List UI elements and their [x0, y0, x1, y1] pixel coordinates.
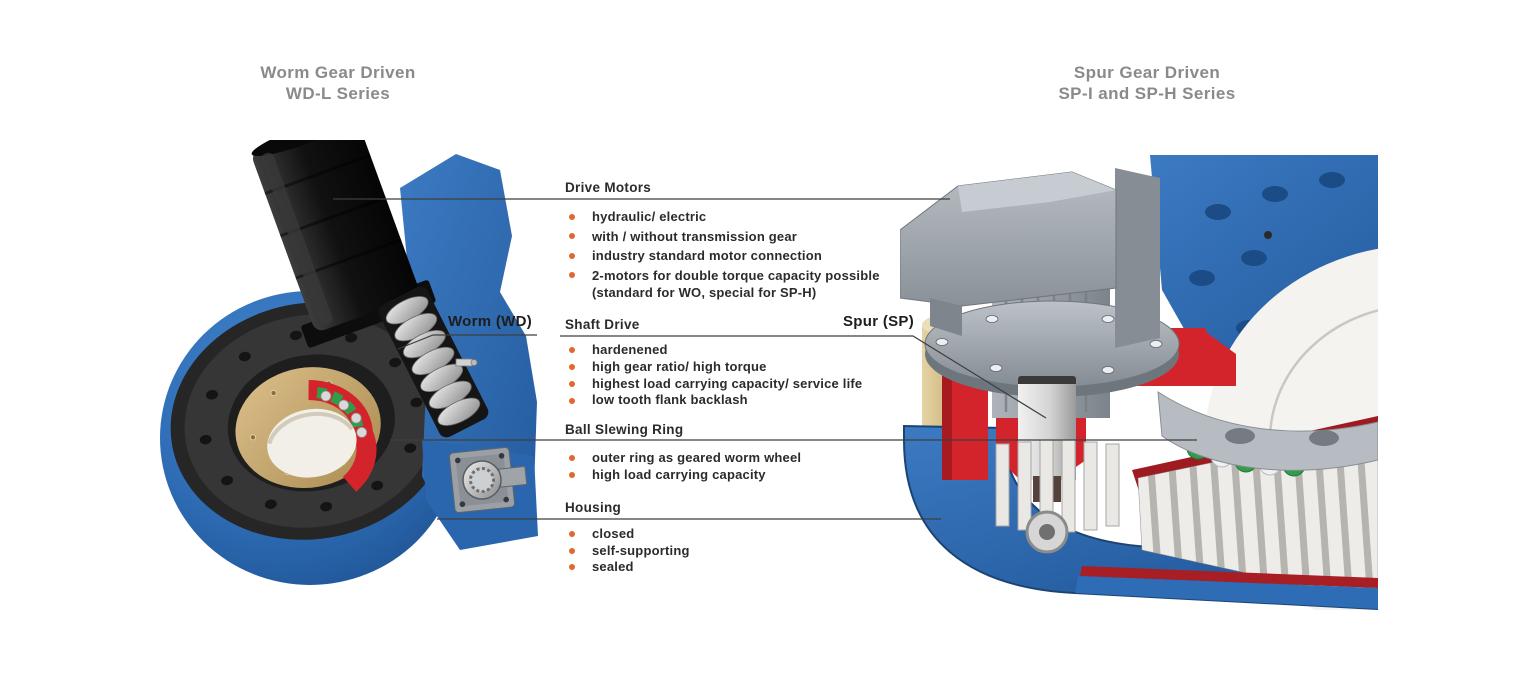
right-series-title: Spur Gear Driven SP-I and SP-H Series: [997, 62, 1297, 104]
bullet-dot: [569, 272, 575, 279]
shaft-stub: [498, 465, 528, 488]
bullet-dot: [569, 397, 575, 404]
housing-bullets: closed self-supporting sealed: [565, 526, 985, 576]
left-series-title-line1: Worm Gear Driven: [260, 63, 416, 82]
shaft-plate-bolts: [455, 453, 509, 507]
motor-cap: [251, 140, 356, 157]
bullet-text: 2-motors for double torque capacity poss…: [592, 267, 880, 283]
bullet-item: highest load carrying capacity/ service …: [565, 376, 985, 393]
lower-bearing: [1025, 510, 1069, 554]
center-bore: [267, 408, 357, 478]
bullet-text: hardenened: [592, 342, 668, 357]
section-drive-motors: Drive Motors: [565, 180, 985, 195]
section-title-drive-motors: Drive Motors: [565, 180, 652, 195]
shaft-drive-bullets: hardenened high gear ratio/ high torque …: [565, 342, 985, 409]
section-title-shaft-drive: Shaft Drive: [565, 317, 640, 332]
worm-gear-drive-image: [160, 140, 538, 585]
center-bore-shadow: [267, 411, 354, 445]
section-title-ball-slewing-ring: Ball Slewing Ring: [565, 422, 684, 437]
section-shaft-drive: Shaft Drive: [565, 317, 985, 332]
worm-coils: [385, 296, 481, 426]
worm-screw: [378, 286, 489, 438]
bullet-item: 2-motors for double torque capacity poss…: [565, 266, 985, 286]
bullet-item: high load carrying capacity: [565, 467, 985, 484]
sector-holes: [1225, 428, 1339, 446]
bullet-item: with / without transmission gear: [565, 227, 985, 247]
left-series-title: Worm Gear Driven WD-L Series: [188, 62, 488, 104]
bullet-dot: [569, 347, 575, 354]
bullet-dot: [569, 213, 575, 220]
bullet-item: hardenened: [565, 342, 985, 359]
bullet-text: sealed: [592, 559, 634, 575]
bullet-dot: [569, 531, 575, 538]
bullet-text: (standard for WO, special for SP-H): [592, 285, 817, 300]
bullet-dot: [569, 233, 575, 240]
section-housing: Housing: [565, 500, 985, 515]
section-ball-slewing-ring: Ball Slewing Ring: [565, 422, 985, 437]
bullet-item: hydraulic/ electric: [565, 207, 985, 227]
motor-bands: [264, 153, 402, 280]
worm-part-label: Worm (WD): [448, 313, 533, 330]
grease-fitting: [455, 358, 478, 367]
bullet-dot: [569, 252, 575, 259]
bullet-continuation: (standard for WO, special for SP-H): [565, 285, 985, 302]
bullet-dot: [569, 472, 575, 479]
motor-highlight: [261, 152, 333, 325]
gray-sector-ring: [1157, 391, 1378, 471]
bullet-dot: [569, 364, 575, 371]
bullet-item: self-supporting: [565, 543, 985, 560]
slewing-ring: [170, 302, 452, 540]
drive-motor-black: [251, 140, 436, 348]
red-seal-stripe: [1080, 566, 1378, 588]
left-series-title-line2: WD-L Series: [285, 84, 391, 103]
bullet-dot: [569, 380, 575, 387]
drive-motor-gray: [900, 168, 1160, 348]
bullet-text: hydraulic/ electric: [592, 209, 707, 224]
ring-bolt-holes: [199, 330, 423, 512]
bullet-text: outer ring as geared worm wheel: [592, 450, 802, 465]
bullet-text: highest load carrying capacity/ service …: [592, 375, 863, 391]
bullet-text: high gear ratio/ high torque: [592, 358, 767, 374]
bullet-text: industry standard motor connection: [592, 248, 822, 263]
ball-slewing-ring-bullets: outer ring as geared worm wheel high loa…: [565, 450, 985, 484]
bullet-text: high load carrying capacity: [592, 466, 766, 482]
bullet-item: low tooth flank backlash: [565, 392, 985, 409]
motor-body: [252, 140, 419, 331]
bullet-item: outer ring as geared worm wheel: [565, 450, 985, 467]
bullet-dot: [569, 564, 575, 571]
bullet-text: with / without transmission gear: [592, 228, 798, 244]
bullet-dot: [569, 455, 575, 462]
bullet-text: closed: [592, 526, 635, 541]
bullet-text: low tooth flank backlash: [592, 392, 748, 408]
shaft-spline: [469, 467, 495, 493]
bullet-item: industry standard motor connection: [565, 246, 985, 266]
bullet-item: sealed: [565, 559, 985, 576]
bullet-item: closed: [565, 526, 985, 543]
blue-front-lip: [1075, 576, 1378, 609]
bullet-text: self-supporting: [592, 542, 690, 558]
section-title-housing: Housing: [565, 500, 622, 515]
drive-motors-bullets: hydraulic/ electric with / without trans…: [565, 207, 985, 302]
bullet-dot: [569, 547, 575, 554]
spur-part-label: Spur (SP): [843, 313, 915, 330]
right-series-title-line1: Spur Gear Driven: [1073, 63, 1221, 82]
right-series-title-line2: SP-I and SP-H Series: [1058, 84, 1236, 103]
output-shaft-assembly: [448, 446, 528, 514]
bullet-item: high gear ratio/ high torque: [565, 359, 985, 376]
bearing-balls: [320, 390, 368, 438]
